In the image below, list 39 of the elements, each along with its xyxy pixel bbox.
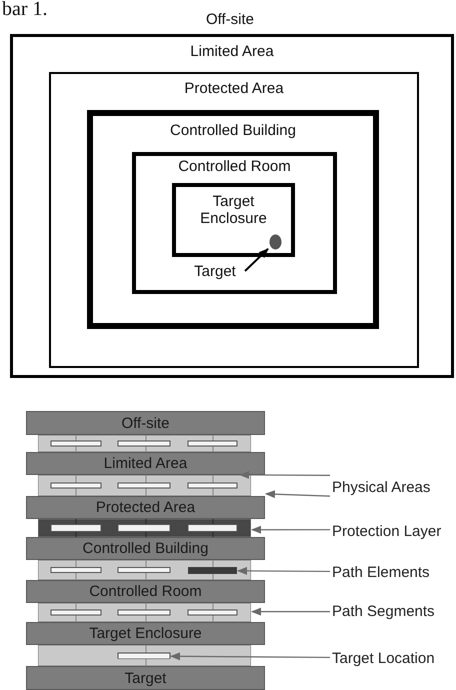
area-name: Off-site bbox=[206, 10, 254, 28]
area-name: Controlled Room bbox=[178, 158, 291, 175]
area-bar bbox=[26, 452, 265, 475]
caption-fragment: bar 1. bbox=[2, 0, 48, 21]
area-boundary-box bbox=[10, 34, 454, 378]
area-bar bbox=[26, 580, 265, 603]
area-bar bbox=[26, 496, 265, 519]
area-name: Limited Area bbox=[190, 43, 274, 60]
leader-arrow bbox=[251, 608, 330, 616]
area-name: Protected Area bbox=[184, 80, 284, 97]
area-name: Controlled Building bbox=[170, 122, 296, 139]
callout-label: Path Segments bbox=[332, 602, 435, 620]
area-boundary-box bbox=[49, 72, 419, 368]
area-bar bbox=[26, 622, 265, 645]
callout-label: Protection Layer bbox=[332, 522, 442, 540]
area-name: Target bbox=[124, 670, 166, 686]
callout-label: Target Location bbox=[332, 650, 435, 666]
area-name: Protected Area bbox=[96, 499, 196, 516]
area-name: Target bbox=[194, 262, 236, 280]
area-name: Target Enclosure bbox=[199, 193, 268, 227]
area-boundary-box bbox=[172, 183, 295, 257]
leader-arrow bbox=[170, 652, 330, 660]
area-name: Limited Area bbox=[104, 455, 188, 472]
leader-arrow bbox=[251, 526, 330, 534]
area-boundary-box bbox=[87, 110, 379, 329]
callout-label: Physical Areas bbox=[332, 478, 430, 496]
leader-arrow bbox=[264, 490, 330, 498]
leader-arrow bbox=[237, 566, 330, 575]
area-name: Controlled Building bbox=[82, 540, 208, 557]
arrow bbox=[244, 248, 269, 272]
leader-arrow bbox=[239, 470, 330, 479]
area-bar bbox=[26, 411, 265, 435]
area-name: Controlled Room bbox=[89, 583, 202, 600]
area-name: Off-site bbox=[121, 414, 170, 432]
area-boundary-box bbox=[132, 152, 337, 294]
area-bar bbox=[26, 666, 265, 690]
area-name: Target Enclosure bbox=[89, 625, 202, 642]
area-bar bbox=[26, 537, 265, 560]
callout-label: Path Elements bbox=[332, 564, 430, 580]
